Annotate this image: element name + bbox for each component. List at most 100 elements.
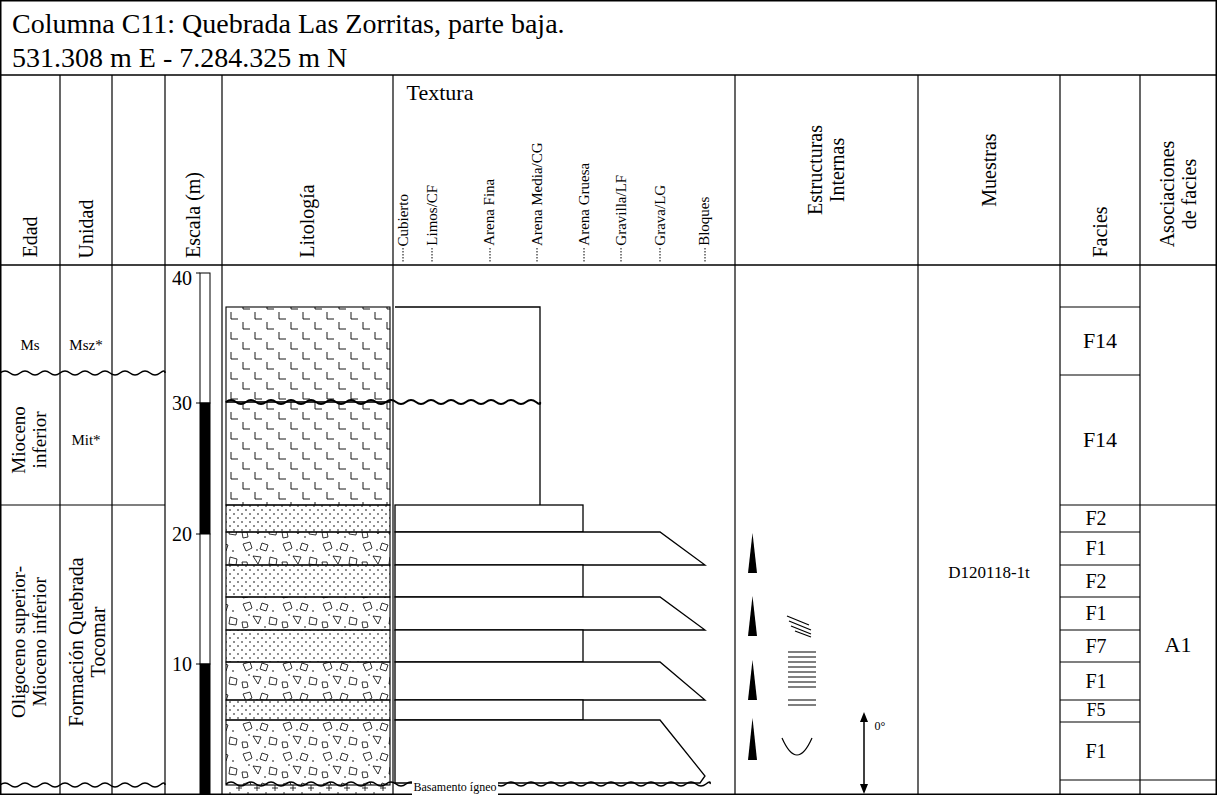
sand-profile: [395, 700, 583, 720]
scale-number: 40: [172, 267, 192, 289]
trough-structure: [782, 738, 812, 755]
facies-rule: [1060, 504, 1217, 505]
sandstone-layer: [226, 565, 390, 597]
texture-label: Arena Gruesa: [576, 163, 593, 246]
scale-number: 10: [172, 653, 192, 675]
unconformity-line: [226, 400, 540, 404]
breccia-layer: [226, 720, 390, 785]
facies-rule: [1060, 531, 1140, 532]
grading-arrow: [748, 718, 757, 760]
facies-rule: [1060, 721, 1140, 722]
header-label: Muestras: [978, 133, 1000, 206]
header-label: Estructuras Internas: [804, 110, 848, 230]
sample-id: D120118-1t: [948, 564, 1030, 583]
facies-rule: [1060, 374, 1140, 375]
grading-arrows: [748, 533, 757, 760]
facies-code: F1: [1085, 740, 1106, 762]
texture-label: Bloques: [697, 197, 714, 246]
column-divider: [734, 75, 735, 795]
column-divider: [59, 75, 60, 795]
scale-segment: [200, 664, 210, 795]
column-divider: [1139, 75, 1140, 795]
column-divider: [392, 75, 393, 795]
breccia-layer: [226, 532, 390, 565]
facies-code: F7: [1085, 635, 1106, 657]
facies-code: F1: [1085, 670, 1106, 692]
ignimbrite-layer: [226, 402, 390, 505]
unit-label: Mit*: [71, 432, 100, 449]
unconformity-line: [0, 371, 165, 375]
texture-tick: [490, 248, 491, 263]
title-rule: [0, 74, 1217, 76]
grading-arrow: [748, 596, 757, 636]
scale-tick: [196, 534, 200, 535]
column-divider: [164, 75, 165, 795]
texture-label: Arena Media/CG: [529, 142, 546, 246]
breccia-profile: [395, 532, 705, 565]
scale-segment: [200, 273, 210, 403]
facies-code: F5: [1086, 701, 1105, 721]
arrow-head: [860, 784, 868, 794]
breccia-profile: [395, 662, 705, 700]
association-code: A1: [1165, 633, 1192, 657]
header-label: Asociaciones de facies: [1156, 130, 1200, 258]
texture-label: Gravilla/LF: [613, 175, 630, 246]
sandstone-layer: [226, 700, 390, 720]
sandstone-layer: [226, 630, 390, 662]
texture-tick: [432, 248, 433, 263]
facies-rule: [1060, 596, 1140, 597]
column-dividers: [60, 75, 1140, 795]
sandstone-layer: [226, 505, 390, 532]
texture-label: Cubierto: [395, 194, 412, 247]
header-label: Textura: [407, 81, 474, 105]
scale-tick: [196, 403, 200, 404]
texture-profile: [395, 307, 705, 783]
sand-profile: [395, 630, 583, 662]
column-divider: [917, 75, 918, 795]
sand-profile: [395, 505, 583, 532]
facies-rule: [1060, 779, 1217, 780]
header-label: Edad: [19, 217, 41, 258]
texture-tick: [537, 248, 538, 263]
texture-ticks: [403, 248, 705, 263]
texture-label: Arena Fina: [482, 179, 499, 246]
angle-label: 0°: [875, 720, 886, 733]
texture-tick: [660, 248, 661, 263]
unit-label: Formación Quebrada Tocomar: [64, 545, 108, 740]
column-title: Columna C11: Quebrada Las Zorritas, part…: [12, 9, 565, 40]
igneous-basement: [226, 785, 390, 795]
scale-tick: [196, 664, 200, 665]
unit-boundary: [0, 504, 165, 505]
facies-rules: [1060, 307, 1217, 780]
grading-arrow: [748, 660, 757, 700]
lithology-layers: [226, 307, 390, 795]
scale-tick: [196, 273, 200, 274]
facies-rule: [1060, 564, 1140, 565]
column-divider: [221, 75, 222, 795]
facies-code: F14: [1083, 329, 1117, 353]
breccia-profile: [395, 597, 705, 630]
basement-label: Basamento ígneo: [412, 781, 499, 794]
arrow-head: [860, 712, 868, 722]
ignimbrite-layer: [226, 307, 390, 402]
texture-label: Limos/CF: [424, 185, 441, 246]
breccia-layer: [226, 597, 390, 630]
facies-code: F2: [1085, 570, 1106, 592]
breccia-layer: [226, 662, 390, 700]
texture-tick: [584, 248, 585, 263]
facies-rule: [1060, 661, 1140, 662]
header-label: Facies: [1089, 207, 1111, 258]
facies-code: F14: [1083, 428, 1117, 452]
facies-code: F1: [1085, 602, 1106, 624]
facies-rule: [1060, 629, 1140, 630]
unconformity-line: [0, 783, 165, 787]
scale-number: 30: [172, 392, 192, 414]
scale-number: 20: [172, 523, 192, 545]
imbrication-arrow: [863, 719, 865, 787]
scale-segment: [200, 534, 210, 664]
breccia-profile: [395, 720, 705, 783]
ignimbrite-profile: [395, 307, 540, 505]
age-label: Mioceno inferior: [9, 390, 51, 490]
texture-tick: [403, 248, 404, 263]
